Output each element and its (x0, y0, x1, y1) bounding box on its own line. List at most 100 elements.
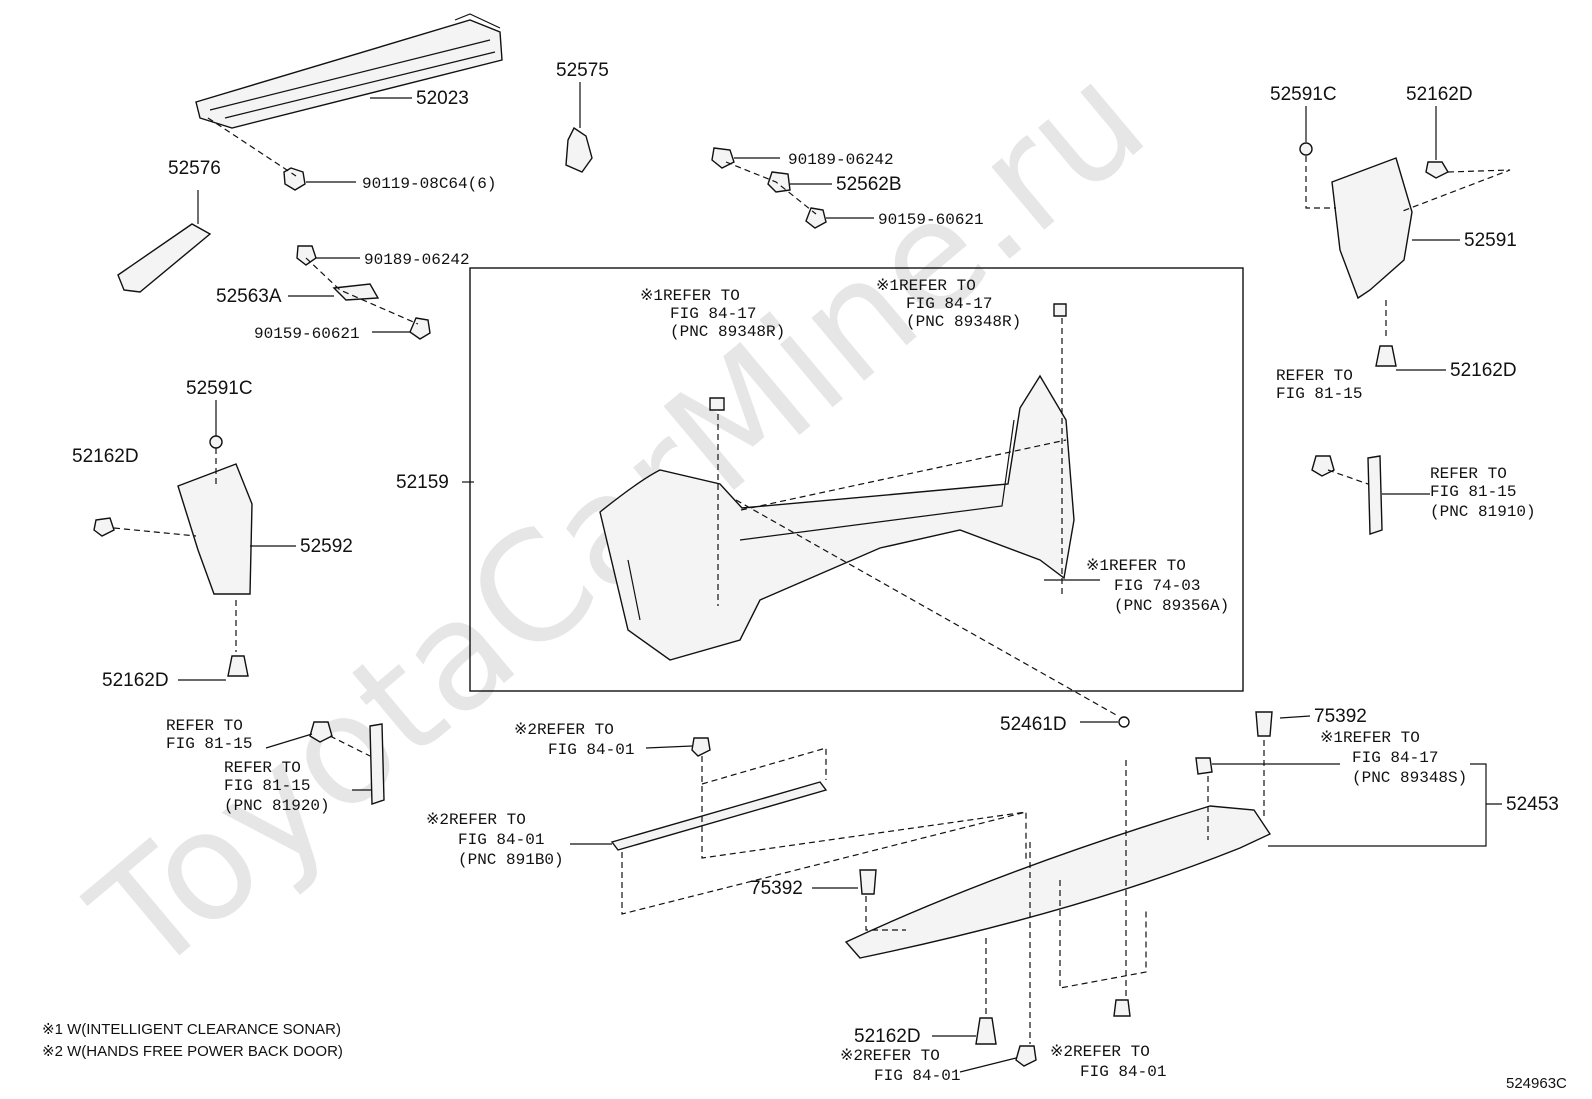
svg-text:FIG 81-15: FIG 81-15 (224, 777, 310, 795)
svg-text:FIG 81-15: FIG 81-15 (1276, 385, 1362, 403)
note-box-ref2: ※1REFER TO FIG 84-17 (PNC 89348R) (876, 277, 1021, 331)
label-52563a: 52563A (216, 286, 282, 307)
svg-text:FIG 81-15: FIG 81-15 (1430, 483, 1516, 501)
svg-text:(PNC 81920): (PNC 81920) (224, 797, 330, 815)
footnote-2: ※2 W(HANDS FREE POWER BACK DOOR) (42, 1043, 343, 1060)
label-90119: 90119-08C64(6) (362, 175, 496, 193)
svg-text:REFER TO: REFER TO (1430, 465, 1507, 483)
bolt-90119[interactable] (283, 167, 306, 191)
label-90159-mid: 90159-60621 (254, 325, 360, 343)
note-84-01-a: ※2REFER TO FIG 84-01 (514, 721, 634, 759)
bracket-52576[interactable] (117, 223, 212, 293)
clip-52162d-left-bot[interactable] (227, 655, 249, 677)
label-52159: 52159 (396, 472, 449, 493)
bracket-52562b[interactable] (767, 171, 791, 193)
svg-text:FIG 84-17: FIG 84-17 (1352, 749, 1438, 767)
clip-right-lower[interactable] (1311, 455, 1335, 477)
clip-52461d[interactable] (1118, 716, 1130, 728)
svg-text:FIG 84-01: FIG 84-01 (874, 1067, 960, 1085)
bolt-90159-mid[interactable] (409, 317, 431, 340)
label-52461d: 52461D (1000, 714, 1067, 735)
svg-text:※2REFER TO: ※2REFER TO (514, 721, 614, 739)
label-52576: 52576 (168, 158, 221, 179)
svg-text:(PNC 89356A): (PNC 89356A) (1114, 597, 1229, 615)
svg-text:※1REFER TO: ※1REFER TO (1086, 557, 1186, 575)
sensor-bracket-891b0[interactable] (610, 781, 828, 851)
svg-text:REFER TO: REFER TO (224, 759, 301, 777)
label-52162d-right-top: 52162D (1406, 84, 1473, 105)
svg-text:FIG 84-01: FIG 84-01 (1080, 1063, 1166, 1081)
bracket-52592[interactable] (177, 463, 253, 595)
clip-90189-upper[interactable] (711, 147, 735, 169)
svg-text:FIG 74-03: FIG 74-03 (1114, 577, 1200, 595)
note-right-81910: REFER TO FIG 81-15 (PNC 81910) (1430, 465, 1536, 521)
svg-text:(PNC 81910): (PNC 81910) (1430, 503, 1536, 521)
label-52162d-bottom: 52162D (854, 1026, 921, 1047)
svg-text:※2REFER TO: ※2REFER TO (426, 811, 526, 829)
svg-text:REFER TO: REFER TO (166, 717, 243, 735)
clip-75392-left[interactable] (859, 869, 877, 895)
note-left-81-15: REFER TO FIG 81-15 (166, 717, 252, 753)
clip-75392-right[interactable] (1255, 711, 1273, 737)
svg-text:FIG 84-17: FIG 84-17 (906, 295, 992, 313)
note-right-81-15: REFER TO FIG 81-15 (1276, 367, 1362, 403)
clip-52162d-bottom[interactable] (975, 1017, 997, 1045)
label-52162d-right-mid: 52162D (1450, 360, 1517, 381)
svg-text:(PNC 89348S): (PNC 89348S) (1352, 769, 1467, 787)
svg-text:※1REFER TO: ※1REFER TO (876, 277, 976, 295)
clip-52162d-left-top[interactable] (93, 517, 115, 537)
note-84-17-s: ※1REFER TO FIG 84-17 (PNC 89348S) (1320, 729, 1467, 787)
svg-text:(PNC 891B0): (PNC 891B0) (458, 851, 564, 869)
reflector-right[interactable] (1367, 455, 1383, 535)
label-52591c-left: 52591C (186, 378, 253, 399)
bracket-52591[interactable] (1331, 157, 1413, 300)
clip-90189-mid[interactable] (296, 245, 317, 266)
svg-text:※2REFER TO: ※2REFER TO (1050, 1043, 1150, 1061)
svg-text:※2REFER TO: ※2REFER TO (840, 1047, 940, 1065)
bracket-52575[interactable] (565, 126, 593, 173)
label-75392-left: 75392 (750, 878, 803, 899)
reinforcement-52023[interactable] (195, 13, 503, 129)
note-box-ref3: ※1REFER TO FIG 74-03 (PNC 89356A) (1086, 557, 1229, 615)
screw-8401-bottom-b[interactable] (1113, 999, 1131, 1017)
clip-52162d-right-top[interactable] (1425, 161, 1449, 179)
nut-52591c-left[interactable] (209, 435, 223, 449)
label-52592: 52592 (300, 536, 353, 557)
screw-8401-bottom-a[interactable] (1015, 1045, 1037, 1067)
svg-text:(PNC 89348R): (PNC 89348R) (906, 313, 1021, 331)
label-52023: 52023 (416, 88, 469, 109)
assembly-lines (113, 117, 1511, 1044)
svg-text:FIG 81-15: FIG 81-15 (166, 735, 252, 753)
label-90189-upper: 90189-06242 (788, 151, 894, 169)
svg-text:FIG 84-01: FIG 84-01 (548, 741, 634, 759)
drawing-number: 524963C (1506, 1075, 1567, 1092)
svg-text:※1REFER TO: ※1REFER TO (640, 287, 740, 305)
reflector-left[interactable] (369, 723, 385, 805)
bracket-52563a[interactable] (332, 283, 380, 301)
label-90189-mid: 90189-06242 (364, 251, 470, 269)
clip-52162d-right-mid[interactable] (1375, 345, 1397, 367)
label-52591: 52591 (1464, 230, 1517, 251)
note-84-01-b: ※2REFER TO FIG 84-01 (PNC 891B0) (426, 811, 564, 869)
svg-text:※1REFER TO: ※1REFER TO (1320, 729, 1420, 747)
label-52562b: 52562B (836, 174, 902, 195)
label-52453: 52453 (1506, 794, 1559, 815)
label-52575: 52575 (556, 60, 609, 81)
svg-text:(PNC 89348R): (PNC 89348R) (670, 323, 785, 341)
clip-left-lower[interactable] (309, 721, 333, 743)
bolt-90159-upper[interactable] (805, 207, 827, 229)
clip-8401-upper[interactable] (691, 737, 711, 757)
clip-8417-s[interactable] (1195, 757, 1213, 775)
label-52591c-right: 52591C (1270, 84, 1337, 105)
note-box-ref1: ※1REFER TO FIG 84-17 (PNC 89348R) (640, 287, 785, 341)
nut-52591c-right[interactable] (1299, 142, 1313, 156)
note-84-01-d: ※2REFER TO FIG 84-01 (1050, 1043, 1166, 1081)
svg-text:FIG 84-01: FIG 84-01 (458, 831, 544, 849)
svg-text:REFER TO: REFER TO (1276, 367, 1353, 385)
lower-garnish-52453[interactable] (844, 805, 1272, 959)
label-75392-right: 75392 (1314, 706, 1367, 727)
footnote-1: ※1 W(INTELLIGENT CLEARANCE SONAR) (42, 1021, 341, 1038)
label-52162d-left-top: 52162D (72, 446, 139, 467)
note-84-01-c: ※2REFER TO FIG 84-01 (840, 1047, 960, 1085)
